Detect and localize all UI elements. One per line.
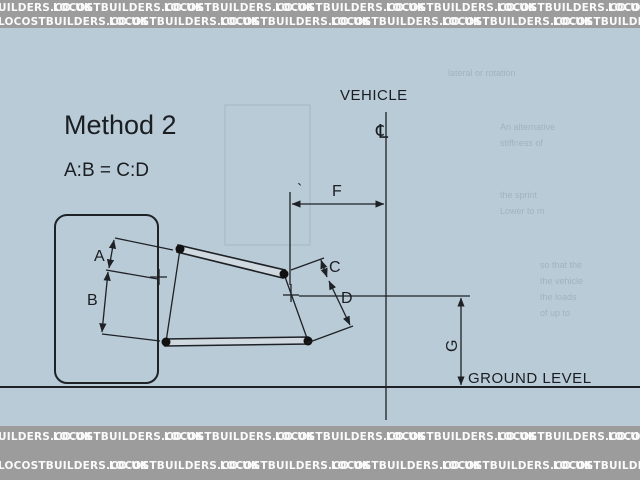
- watermark-text: LOCOSTBUILDERS.CO.UK: [331, 460, 482, 472]
- watermark-text: LOCOSTBUILDERS.CO.UK: [608, 2, 640, 14]
- watermark-text: LOCOSTBUILDERS.CO.UK: [386, 431, 537, 443]
- dim-f-label: F: [332, 183, 342, 200]
- dim-a-arrow: [106, 239, 117, 269]
- watermark-top-row: LOCOSTBUILDERS.CO.UKLOCOSTBUILDERS.CO.UK…: [0, 0, 640, 28]
- upper-ball-joint: [175, 244, 185, 254]
- watermark-text: LOCOSTBUILDERS.CO.UK: [220, 460, 371, 472]
- diagram-title: Method 2: [64, 110, 177, 140]
- svg-text:Lower to m: Lower to m: [500, 206, 545, 216]
- dim-b-extension-bottom: [101, 333, 161, 342]
- dim-c-extension-top: [290, 257, 325, 271]
- watermark-text: LOCOSTBUILDERS.CO.UK: [553, 16, 640, 28]
- watermark-text: LOCOSTBUILDERS.CO.UK: [275, 2, 426, 14]
- watermark-text: LOCOSTBUILDERS.CO.UK: [331, 16, 482, 28]
- vehicle-label: VEHICLE: [340, 87, 408, 104]
- svg-text:the vehicle: the vehicle: [540, 276, 583, 286]
- svg-text:the loads: the loads: [540, 292, 577, 302]
- watermark-bottom-row: LOCOSTBUILDERS.CO.UKLOCOSTBUILDERS.CO.UK…: [0, 426, 640, 480]
- svg-text:the sprint: the sprint: [500, 190, 538, 200]
- inner-mount-line: [283, 273, 309, 342]
- watermark-text: LOCOSTBUILDERS.CO.UK: [164, 2, 315, 14]
- watermark-text: LOCOSTBUILDERS.CO.UK: [497, 2, 640, 14]
- watermark-text: LOCOSTBUILDERS.CO.UK: [53, 2, 204, 14]
- dim-a-label: A: [94, 248, 105, 265]
- dim-d-arrow: [328, 280, 351, 326]
- lower-ball-joint: [161, 337, 171, 347]
- watermark-text: LOCOSTBUILDERS.CO.UK: [0, 431, 93, 443]
- dim-d-extension-bottom: [306, 325, 354, 344]
- watermark-text: LOCOSTBUILDERS.CO.UK: [53, 431, 204, 443]
- svg-text:so that the: so that the: [540, 260, 582, 270]
- watermark-text: LOCOSTBUILDERS.CO.UK: [0, 16, 149, 28]
- watermark-text: LOCOSTBUILDERS.CO.UK: [109, 460, 260, 472]
- watermark-text: LOCOSTBUILDERS.CO.UK: [0, 2, 93, 14]
- watermark-text: LOCOSTBUILDERS.CO.UK: [608, 431, 640, 443]
- dim-d-label: D: [341, 290, 353, 307]
- dim-c-label: C: [329, 259, 341, 276]
- watermark-text: LOCOSTBUILDERS.CO.UK: [164, 431, 315, 443]
- watermark-text: LOCOSTBUILDERS.CO.UK: [442, 16, 593, 28]
- watermark-text: LOCOSTBUILDERS.CO.UK: [0, 460, 149, 472]
- lower-wishbone: [164, 336, 309, 347]
- centerline-symbol: ℄: [375, 122, 389, 143]
- dim-b-arrow: [99, 271, 111, 333]
- watermark-text: LOCOSTBUILDERS.CO.UK: [386, 2, 537, 14]
- watermark-text: LOCOSTBUILDERS.CO.UK: [109, 16, 260, 28]
- ground-level-label: GROUND LEVEL: [468, 370, 592, 387]
- watermark-text: LOCOSTBUILDERS.CO.UK: [497, 431, 640, 443]
- dim-c-arrow: [320, 259, 328, 278]
- watermark-text: LOCOSTBUILDERS.CO.UK: [275, 431, 426, 443]
- upper-inner-pivot: [279, 269, 289, 279]
- faint-background-text: lateral or rotation An alternative stiff…: [224, 68, 583, 318]
- watermark-text: LOCOSTBUILDERS.CO.UK: [553, 460, 640, 472]
- dim-b-label: B: [87, 292, 98, 309]
- svg-text:of up to: of up to: [540, 308, 570, 318]
- svg-text:stiffness of: stiffness of: [500, 138, 543, 148]
- watermark-text: LOCOSTBUILDERS.CO.UK: [220, 16, 371, 28]
- upright-line: [165, 248, 181, 343]
- dim-a-extension-top: [114, 237, 174, 251]
- watermark-text: LOCOSTBUILDERS.CO.UK: [442, 460, 593, 472]
- dim-a-extension-mid: [105, 269, 159, 280]
- ratio-formula: A:B = C:D: [64, 160, 149, 181]
- lower-inner-pivot: [303, 336, 313, 346]
- stray-tick-mark: `: [297, 182, 302, 199]
- svg-text:An alternative: An alternative: [500, 122, 555, 132]
- svg-text:lateral or rotation: lateral or rotation: [448, 68, 516, 78]
- dim-g-label: G: [444, 340, 461, 352]
- wheel-outline: [54, 214, 159, 384]
